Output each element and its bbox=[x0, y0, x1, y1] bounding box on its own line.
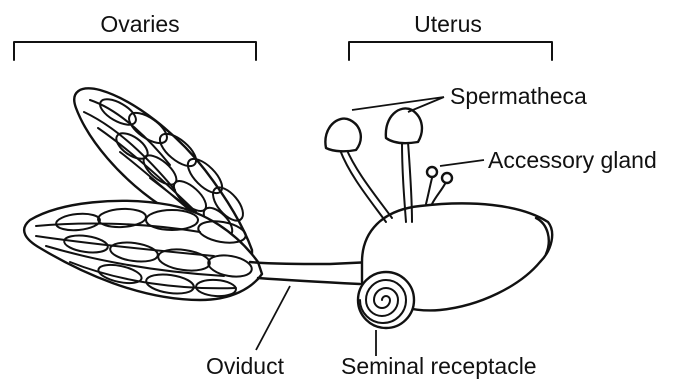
accessory-gland-label: Accessory gland bbox=[488, 147, 657, 173]
uterus-bracket bbox=[349, 42, 552, 60]
spermatheca-right bbox=[386, 108, 422, 222]
oviduct-label: Oviduct bbox=[206, 353, 285, 379]
spermatheca-label: Spermatheca bbox=[450, 83, 587, 109]
seminal-receptacle-spiral bbox=[358, 272, 414, 328]
spermatheca-left bbox=[325, 119, 392, 222]
uterus-label: Uterus bbox=[414, 11, 482, 37]
oviduct-tube bbox=[250, 262, 372, 284]
seminal-receptacle-label: Seminal receptacle bbox=[341, 353, 537, 379]
ovaries-bracket bbox=[14, 42, 256, 60]
accessory-gland-leader bbox=[440, 160, 484, 166]
ovaries-label: Ovaries bbox=[100, 11, 179, 37]
accessory-gland bbox=[426, 167, 452, 204]
oviduct-leader bbox=[256, 286, 290, 350]
